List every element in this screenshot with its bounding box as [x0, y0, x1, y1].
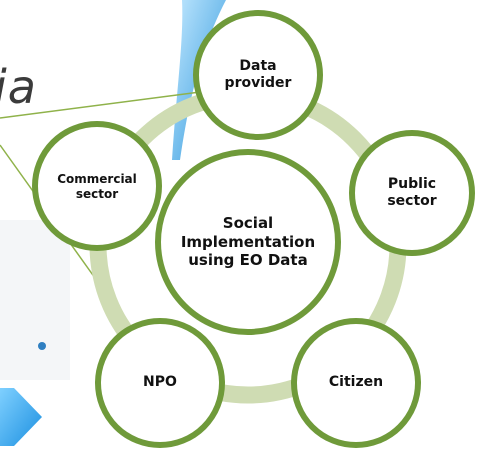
node-label-citizen: Citizen — [328, 374, 384, 391]
blue-arrow-decoration — [0, 388, 42, 446]
node-circle-citizen — [291, 318, 421, 448]
node-circle-data-provider — [193, 10, 323, 140]
center-label: Social Implementation using EO Data — [180, 213, 316, 270]
node-label-npo: NPO — [143, 374, 177, 391]
background-panel — [0, 220, 70, 380]
blue-streak-decoration — [172, 0, 226, 160]
connector-line-top — [0, 91, 201, 119]
node-circle-npo — [95, 318, 225, 448]
node-label-public-sector: Public sector — [387, 175, 437, 210]
center-circle — [155, 149, 341, 335]
node-label-data-provider: Data provider — [224, 57, 292, 92]
node-circle-public-sector — [349, 130, 475, 256]
background-fragment-text: ia — [0, 60, 37, 114]
blue-dot-decoration — [38, 342, 46, 350]
node-label-commercial-sector: Commercial sector — [57, 172, 137, 201]
node-circle-commercial-sector — [32, 121, 162, 251]
